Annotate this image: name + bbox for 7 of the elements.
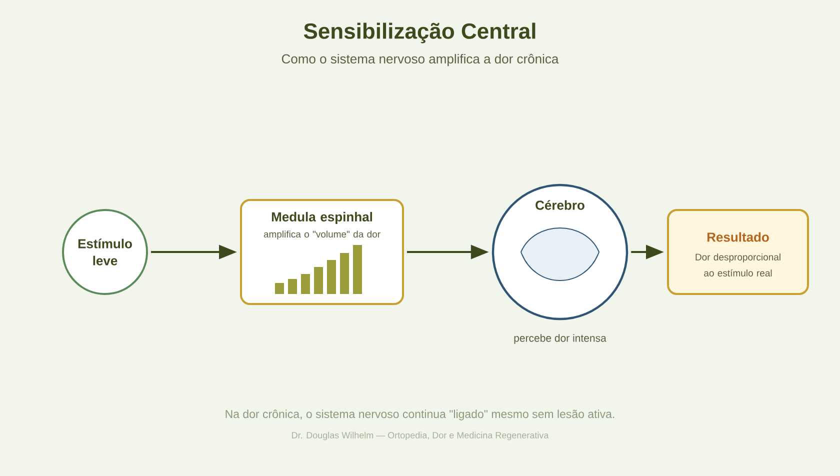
title: Sensibilização Central [304,22,536,44]
result-box: Resultado Dor desproporcional ao estímulo real [667,209,809,295]
process-box: Medula espinhal amplifica o "volume" da dor [240,199,404,305]
node-label: percebe dor intensa [514,334,606,344]
footnote: Na dor crônica, o sistema nervoso continua "ligado" mesmo sem lesão ativa. [226,410,614,420]
subtitle: Como o sistema nervoso amplifica a dor crônica [282,54,559,66]
footer-credit: Dr. Douglas Wilhelm — Ortopedia, Dor e Medicina Regenerativa [292,432,549,440]
